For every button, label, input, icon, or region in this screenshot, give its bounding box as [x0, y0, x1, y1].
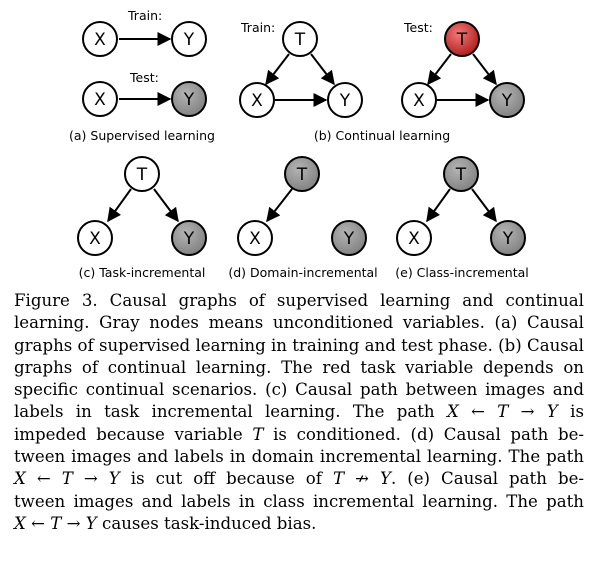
node-t-train: [282, 21, 318, 57]
caption-line: graphs of supervised learning in trainin…: [14, 335, 584, 355]
node-x-train: [82, 21, 118, 57]
node-x: [396, 220, 432, 256]
node-x-label: X: [89, 229, 101, 249]
panel-a-caption: (a) Supervised learning: [69, 128, 215, 143]
panel-d: T X Y (d) Domain-incremental: [228, 156, 378, 280]
edge-t-to-y-test: [472, 53, 497, 86]
edge-t-to-x: [107, 188, 132, 223]
edge-t-to-y: [471, 188, 497, 223]
panel-a-train-label: Train:: [127, 8, 162, 23]
causal-path-formula: X ← T → Y: [14, 469, 120, 489]
node-y-unconditioned: [331, 220, 367, 256]
edge-t-to-x-test: [427, 53, 452, 86]
caption-text: is: [570, 402, 584, 422]
panel-b-caption: (b) Continual learning: [314, 128, 450, 143]
node-x-train: [239, 82, 275, 118]
panel-c-caption: (c) Task-incremental: [79, 265, 206, 280]
panel-b-test-label: Test:: [403, 20, 433, 35]
node-x-train-label: X: [94, 30, 106, 50]
node-y-train-label: Y: [339, 91, 351, 111]
node-y-test-label: Y: [501, 91, 513, 111]
node-t: [124, 156, 160, 192]
node-t-unconditioned: [443, 156, 479, 192]
node-x: [237, 220, 273, 256]
node-y-train: [171, 21, 207, 57]
blocked-edge-formula: T ↛ Y: [332, 469, 391, 489]
caption-line: specific continual scenarios. (c) Causal…: [14, 380, 584, 400]
caption-text: impeded because variable: [14, 424, 243, 444]
caption-line: tween images and labels in domain increm…: [14, 447, 584, 467]
panel-a: Train: X Y Test: X Y (a) Supervised lear…: [69, 8, 215, 143]
causal-graphs-figure: Train: X Y Test: X Y (a) Supervised lear…: [69, 8, 529, 280]
caption-text: . (e) Causal path be-: [390, 469, 584, 489]
node-x-test-label: X: [413, 91, 425, 111]
node-x-train-label: X: [251, 91, 263, 111]
node-t-label: T: [455, 165, 467, 185]
node-x-label: X: [408, 229, 420, 249]
node-t-train-label: T: [294, 30, 306, 50]
edge-t-to-x: [426, 188, 451, 223]
node-y-label: Y: [502, 229, 514, 249]
edge-t-to-y-train: [310, 53, 335, 86]
causal-path-formula: X ← T → Y: [446, 402, 558, 422]
panel-b: Train: T X Y Test: T X Y (b) Continual l…: [239, 20, 525, 143]
node-y-test-label: Y: [183, 90, 195, 110]
caption-line: learning. Gray nodes means unconditioned…: [14, 313, 584, 333]
caption-line: impeded because variable T is conditione…: [14, 424, 584, 446]
edge-t-to-y: [153, 188, 179, 223]
caption-line: X ← T → Y causes task-induced bias.: [14, 513, 584, 535]
caption-text: is conditioned. (d) Causal path be-: [273, 424, 585, 444]
caption-text: labels in task incremental learning. The…: [14, 402, 435, 422]
node-t-unconditioned: [284, 156, 320, 192]
panel-b-train-label: Train:: [240, 20, 275, 35]
node-x-label: X: [249, 229, 261, 249]
node-y-test-unconditioned: [489, 82, 525, 118]
node-x-test-label: X: [94, 90, 106, 110]
node-t-test-task-variable: [444, 21, 480, 57]
caption-line: tween images and labels in class increme…: [14, 491, 584, 511]
caption-line: X ← T → Y is cut off because of T ↛ Y. (…: [14, 468, 584, 490]
node-y-label: Y: [343, 229, 355, 249]
caption-text: causes task-induced bias.: [102, 513, 317, 533]
caption-line: Figure 3. Causal graphs of supervised le…: [14, 291, 584, 310]
caption-line: labels in task incremental learning. The…: [14, 401, 584, 423]
node-y-unconditioned: [490, 220, 526, 256]
caption-line: graphs of continual learning. The red ta…: [14, 357, 584, 377]
node-y-unconditioned: [171, 220, 207, 256]
caption-text: is cut off because of: [130, 469, 322, 489]
node-t-label: T: [296, 165, 308, 185]
panel-a-test-label: Test:: [129, 70, 159, 85]
node-t-test-label: T: [456, 30, 468, 50]
node-y-label: Y: [183, 229, 195, 249]
node-x: [77, 220, 113, 256]
task-variable-symbol: T: [252, 424, 264, 444]
edge-t-to-x: [266, 188, 293, 223]
causal-path-formula: X ← T → Y: [14, 513, 97, 533]
panel-e-caption: (e) Class-incremental: [395, 265, 528, 280]
panel-d-caption: (d) Domain-incremental: [228, 265, 377, 280]
node-y-train-label: Y: [183, 30, 195, 50]
node-x-test: [401, 82, 437, 118]
panel-c: T X Y (c) Task-incremental: [77, 156, 207, 280]
node-t-label: T: [136, 165, 148, 185]
panel-e: T X Y (e) Class-incremental: [395, 156, 529, 280]
node-y-test-unconditioned: [171, 81, 207, 117]
edge-t-to-x-train: [265, 53, 290, 86]
node-x-test: [82, 81, 118, 117]
figure-caption: Figure 3. Causal graphs of supervised le…: [14, 290, 584, 535]
node-y-train: [327, 82, 363, 118]
